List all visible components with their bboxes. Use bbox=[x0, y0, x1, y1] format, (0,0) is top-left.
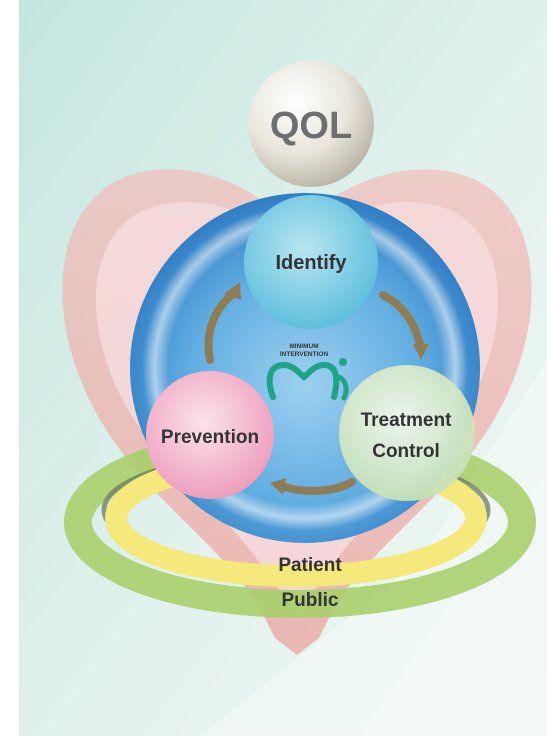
prevention-label: Prevention bbox=[161, 427, 259, 448]
arrow-right-down bbox=[379, 291, 424, 349]
background-light-shape bbox=[200, 360, 547, 736]
qol-label: QOL bbox=[270, 105, 352, 147]
logo-text-intervention: INTERVENTION bbox=[280, 351, 329, 358]
arrow-left-up bbox=[204, 288, 239, 364]
prevention-circle bbox=[146, 371, 274, 499]
identify-label: Identify bbox=[275, 252, 347, 274]
mi-logo-icon bbox=[266, 358, 349, 401]
treatment-circle bbox=[339, 365, 475, 501]
arrow-left-up-head bbox=[224, 282, 241, 300]
control-label: Control bbox=[372, 441, 440, 462]
identify-circle bbox=[244, 195, 378, 329]
treatment-label: Treatment bbox=[361, 410, 452, 431]
arrow-bottom-left-head bbox=[270, 478, 286, 495]
qol-sphere bbox=[248, 61, 374, 187]
logo-text-minimum: MINIMUM bbox=[289, 343, 318, 350]
arrow-right-down-head bbox=[413, 344, 429, 360]
arrow-bottom-left bbox=[278, 478, 356, 495]
public-label: Public bbox=[281, 590, 338, 611]
patient-label: Patient bbox=[278, 555, 342, 576]
